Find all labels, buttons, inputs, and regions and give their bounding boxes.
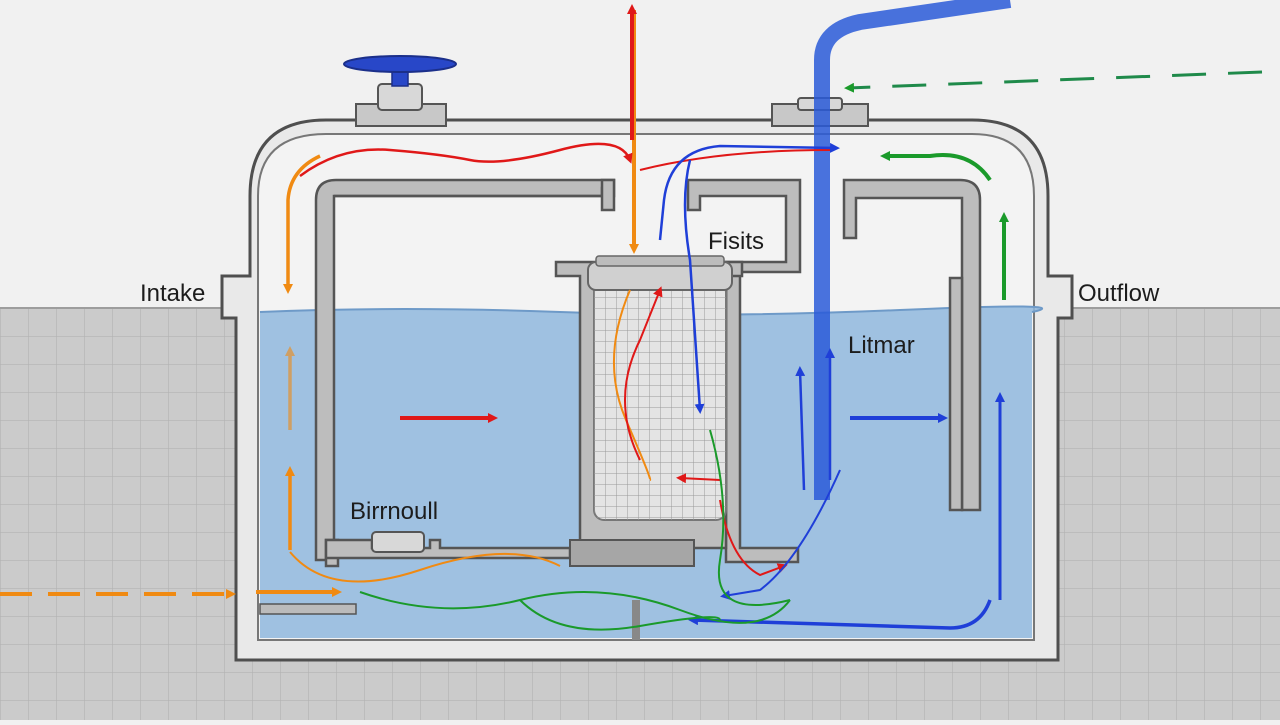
intake-label: Intake [140, 280, 206, 307]
red-flow-lines [299, 4, 831, 577]
green-flow-lines [359, 151, 1009, 631]
blue-flow-lines [658, 142, 1005, 630]
outlet-pipe [814, 0, 1012, 500]
fisits-label: Fisits [708, 228, 764, 255]
litmar-label: Litmar [848, 332, 915, 359]
outflow-label: Outflow [1078, 280, 1160, 307]
valve-handle-icon[interactable] [343, 55, 457, 127]
intake-flow [0, 587, 342, 599]
birrnoull-label: Birrnoull [350, 498, 439, 525]
vent-airflow-arrow [844, 70, 1263, 93]
birrnoull-fitting [259, 531, 640, 640]
inner-baffle-right [686, 178, 982, 564]
filter-cartridge-icon [587, 255, 733, 521]
